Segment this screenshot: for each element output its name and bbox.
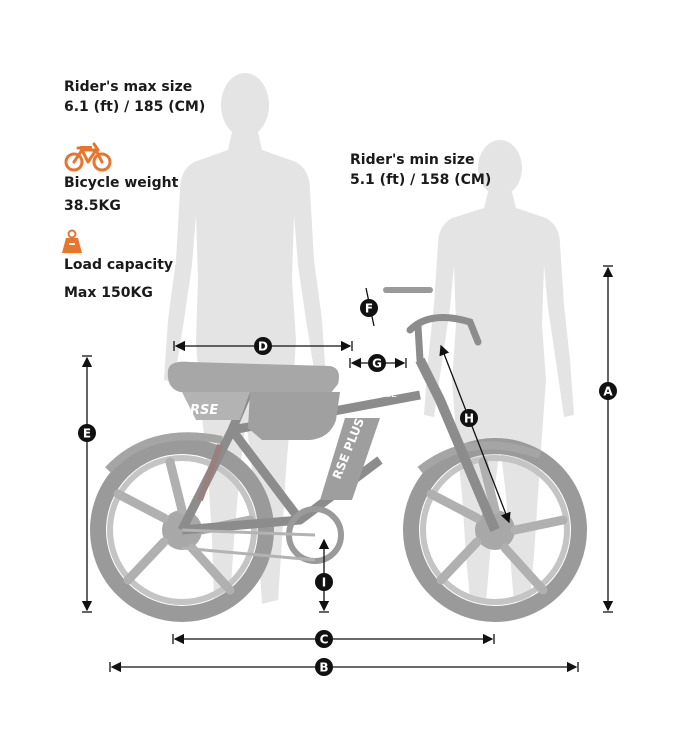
svg-text:A: A	[603, 385, 613, 399]
svg-text:F: F	[365, 302, 373, 316]
svg-text:G: G	[372, 357, 382, 371]
rider-min-value: 5.1 (ft) / 158 (CM)	[350, 172, 492, 188]
svg-text:C: C	[320, 633, 329, 647]
marker-e: E	[78, 424, 96, 442]
load-capacity-value: Max 150KG	[64, 285, 153, 301]
svg-text:H: H	[464, 412, 474, 426]
rider-max-value: 6.1 (ft) / 185 (CM)	[64, 99, 206, 115]
svg-text:I: I	[322, 576, 326, 590]
marker-h: H	[460, 409, 478, 427]
frame-text: FLUENCE	[352, 389, 398, 400]
marker-c: C	[315, 630, 333, 648]
marker-d: D	[254, 337, 272, 355]
svg-text:D: D	[258, 340, 268, 354]
rider-max-label: Rider's max size	[64, 79, 193, 95]
marker-f: F	[360, 299, 378, 317]
weight-icon	[62, 229, 82, 253]
marker-i: I	[315, 573, 333, 591]
svg-text:E: E	[83, 427, 91, 441]
marker-a: A	[599, 382, 617, 400]
dimension-h-line	[439, 344, 511, 524]
rider-min-label: Rider's min size	[350, 152, 475, 168]
dimension-markers: A B C D E F G H I	[78, 299, 617, 676]
marker-g: G	[368, 354, 386, 372]
bicycle-icon	[64, 142, 112, 172]
bicycle-weight-label: Bicycle weight	[64, 175, 179, 191]
load-capacity-label: Load capacity	[64, 257, 174, 273]
brand-text: RSE	[190, 403, 218, 418]
bicycle-weight-value: 38.5KG	[64, 198, 121, 214]
svg-text:B: B	[319, 661, 328, 675]
marker-b: B	[315, 658, 333, 676]
